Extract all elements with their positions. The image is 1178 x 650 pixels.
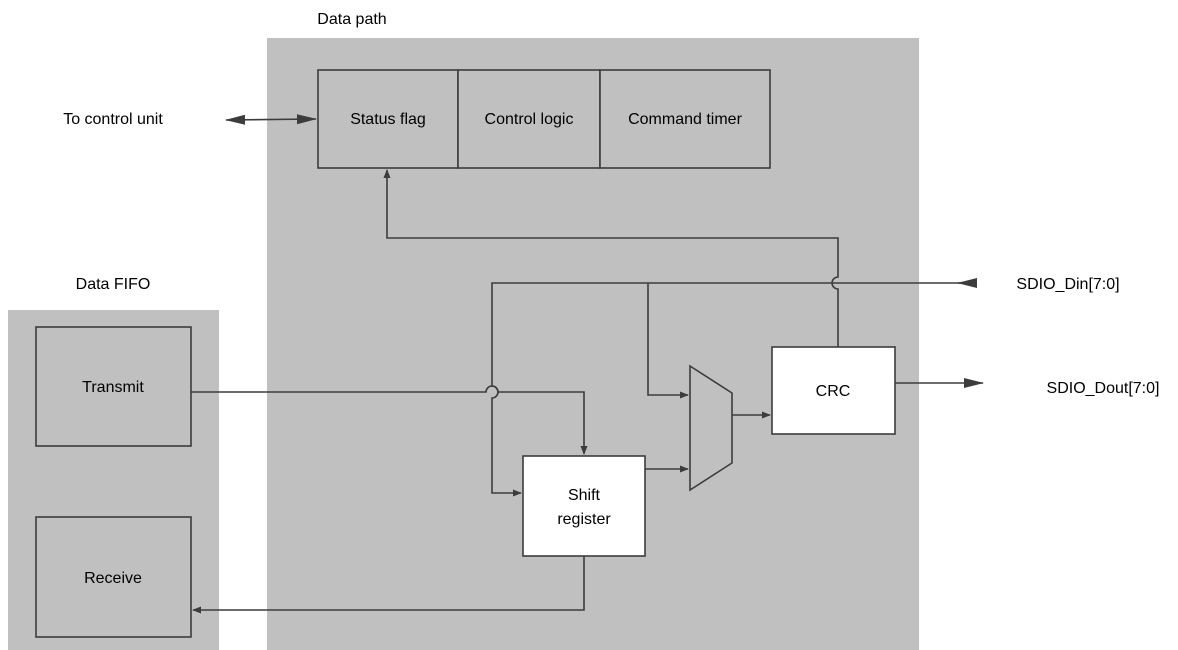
din-to-mux-wire bbox=[647, 283, 689, 399]
crc-block bbox=[771, 346, 896, 435]
crc-label: CRC bbox=[816, 383, 851, 400]
command-timer-label: Command timer bbox=[628, 111, 742, 128]
multiplexer bbox=[689, 364, 733, 492]
shift-register-block bbox=[522, 455, 646, 557]
control-unit-link bbox=[225, 114, 317, 125]
transmit-to-shift-wire bbox=[191, 385, 588, 455]
data-fifo-title: Data FIFO bbox=[76, 276, 151, 293]
sdio-dout-label: SDIO_Dout[7:0] bbox=[1047, 380, 1160, 397]
status-flag-block bbox=[317, 69, 459, 169]
transmit-block bbox=[35, 326, 192, 447]
receive-block bbox=[35, 516, 192, 638]
receive-label: Receive bbox=[84, 570, 142, 587]
data-path-title: Data path bbox=[317, 11, 386, 28]
command-timer-block bbox=[599, 69, 771, 169]
shift-register-label-1: Shift bbox=[568, 487, 601, 504]
to-control-unit-label: To control unit bbox=[63, 111, 163, 128]
control-logic-label: Control logic bbox=[485, 111, 574, 128]
status-flag-label: Status flag bbox=[350, 111, 426, 128]
crc-status-wire bbox=[383, 169, 839, 347]
transmit-label: Transmit bbox=[82, 379, 144, 396]
shift-register-label-2: register bbox=[557, 511, 611, 528]
shift-to-receive-wire bbox=[192, 556, 585, 614]
sdio-din-label: SDIO_Din[7:0] bbox=[1016, 276, 1119, 293]
